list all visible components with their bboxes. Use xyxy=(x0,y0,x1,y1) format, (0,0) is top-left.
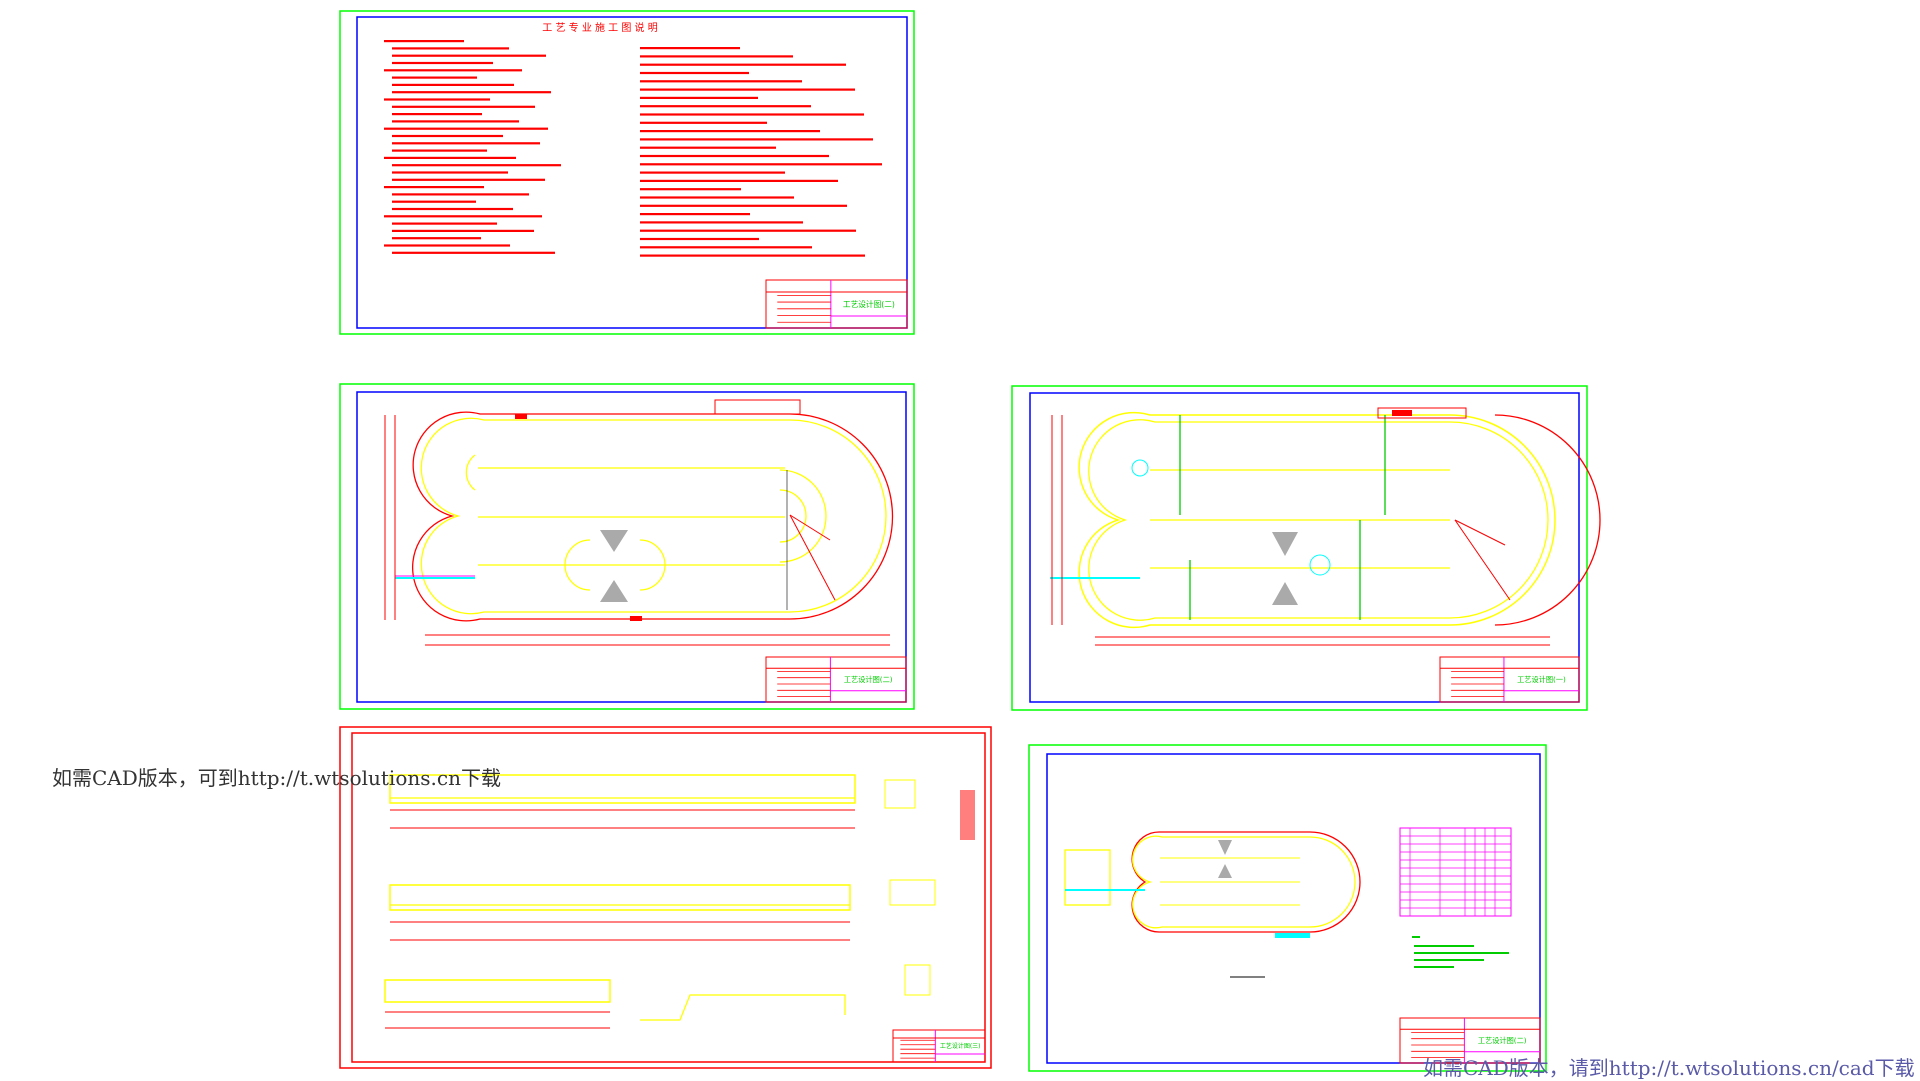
notes-text-line xyxy=(640,154,829,158)
sheet-inner-frame xyxy=(356,391,907,703)
title-block-frame xyxy=(1439,656,1580,703)
notes-text-line xyxy=(640,204,847,207)
notes-text-line xyxy=(392,134,503,138)
notes-text-line xyxy=(392,229,534,232)
notes-text-line xyxy=(392,61,493,65)
notes-text-line xyxy=(640,237,759,241)
notes-text-line xyxy=(640,80,802,83)
sheet-outer-frame xyxy=(1011,385,1588,711)
notes-text-line xyxy=(392,142,540,145)
equipment-table xyxy=(1399,827,1512,917)
download-watermark-left: 如需CAD版本，可到http://t.wtsolutions.cn下载 xyxy=(52,766,501,790)
notes-text-line xyxy=(640,254,865,257)
title-block-frame xyxy=(1399,1017,1541,1064)
notes-text-line xyxy=(640,246,812,249)
sheet-sections[interactable]: 工艺设计图(三) xyxy=(339,726,992,1069)
notes-text-line xyxy=(640,71,749,75)
sheet-inner-frame xyxy=(356,16,908,329)
notes-text-line xyxy=(392,207,513,211)
notes-text-line xyxy=(392,222,497,225)
sheet-inner-frame xyxy=(1046,753,1541,1064)
notes-text-line xyxy=(384,244,510,247)
notes-text-line xyxy=(640,113,864,116)
title-block-frame xyxy=(765,279,908,329)
notes-text-line xyxy=(392,171,508,174)
section-drawings xyxy=(384,774,975,1029)
drawing-title: 工艺设计图(二) xyxy=(843,299,895,309)
notes-text-line xyxy=(640,196,794,199)
sheet-layout[interactable]: 工艺设计图(二) xyxy=(1028,744,1547,1072)
notes-text-line xyxy=(392,47,509,50)
sheet-inner-frame xyxy=(351,732,986,1063)
notes-text-line xyxy=(392,251,555,254)
sheet-outer-frame xyxy=(339,726,992,1069)
notes-text-line xyxy=(392,237,481,240)
notes-text-line xyxy=(640,188,741,191)
notes-text-block xyxy=(384,40,882,257)
notes-text-line xyxy=(392,91,551,94)
notes-text-line xyxy=(640,138,873,141)
notes-heading: 工 艺 专 业 施 工 图 说 明 xyxy=(542,21,657,34)
notes-text-line xyxy=(640,47,740,50)
notes-text-line xyxy=(392,149,487,152)
notes-text-line xyxy=(384,98,490,101)
download-watermark-bottom: 如需CAD版本，请到http://t.wtsolutions.cn/cad下载 xyxy=(1423,1056,1915,1080)
layout-notes xyxy=(1412,936,1509,968)
drawing-title: 工艺设计图(二) xyxy=(844,675,893,684)
notes-text-line xyxy=(640,163,882,166)
table-frame xyxy=(1399,827,1512,917)
notes-text-line xyxy=(392,105,535,108)
drawing-title: 工艺设计图(三) xyxy=(940,1042,981,1050)
notes-text-line xyxy=(640,171,785,174)
oxidation-ditch-plan xyxy=(384,399,894,646)
notes-text-line xyxy=(640,55,793,58)
title-block-frame xyxy=(892,1029,986,1063)
notes-text-line xyxy=(384,127,548,130)
notes-text-line xyxy=(640,179,838,182)
notes-text-line xyxy=(640,130,820,133)
title-block-frame xyxy=(765,656,907,703)
notes-text-line xyxy=(384,69,522,72)
notes-text-line xyxy=(392,200,476,203)
title-block: 工艺设计图(二) xyxy=(765,656,907,703)
notes-text-line xyxy=(640,146,776,149)
notes-text-line xyxy=(392,54,546,57)
notes-text-line xyxy=(392,83,514,86)
notes-text-line xyxy=(640,63,846,66)
notes-text-line xyxy=(384,156,516,159)
notes-text-line xyxy=(392,178,545,181)
title-block: 工艺设计图(一) xyxy=(1439,656,1580,703)
notes-text-line xyxy=(640,105,811,108)
sheet-outer-frame xyxy=(1028,744,1547,1072)
title-block: 工艺设计图(二) xyxy=(765,279,908,329)
drawing-title: 工艺设计图(二) xyxy=(1478,1036,1527,1045)
notes-text-line xyxy=(640,221,803,224)
sheet-notes[interactable]: 工 艺 专 业 施 工 图 说 明 工艺设计图(二) xyxy=(339,10,915,335)
notes-text-line xyxy=(392,164,561,167)
notes-text-line xyxy=(640,229,856,232)
drawing-title: 工艺设计图(一) xyxy=(1517,675,1566,684)
notes-text-line xyxy=(640,213,750,216)
notes-text-line xyxy=(392,193,529,196)
notes-text-line xyxy=(392,76,477,79)
notes-text-line xyxy=(392,120,519,123)
notes-text-line xyxy=(640,96,758,99)
sheet-outer-frame xyxy=(339,10,915,335)
sheet-plan-1[interactable]: 工艺设计图(一) xyxy=(1011,385,1601,711)
notes-text-line xyxy=(384,186,484,189)
title-block: 工艺设计图(三) xyxy=(892,1029,986,1063)
notes-text-line xyxy=(640,121,767,124)
sheet-outer-frame xyxy=(339,383,915,710)
site-layout-plan xyxy=(1064,827,1512,978)
title-block: 工艺设计图(二) xyxy=(1399,1017,1541,1064)
notes-text-line xyxy=(384,40,464,43)
oxidation-ditch-plan xyxy=(1050,407,1601,646)
sheet-plan-2[interactable]: 工艺设计图(二) xyxy=(339,383,915,710)
notes-text-line xyxy=(640,88,855,91)
notes-text-line xyxy=(384,215,542,218)
notes-text-line xyxy=(392,113,482,116)
sheet-inner-frame xyxy=(1029,392,1580,703)
